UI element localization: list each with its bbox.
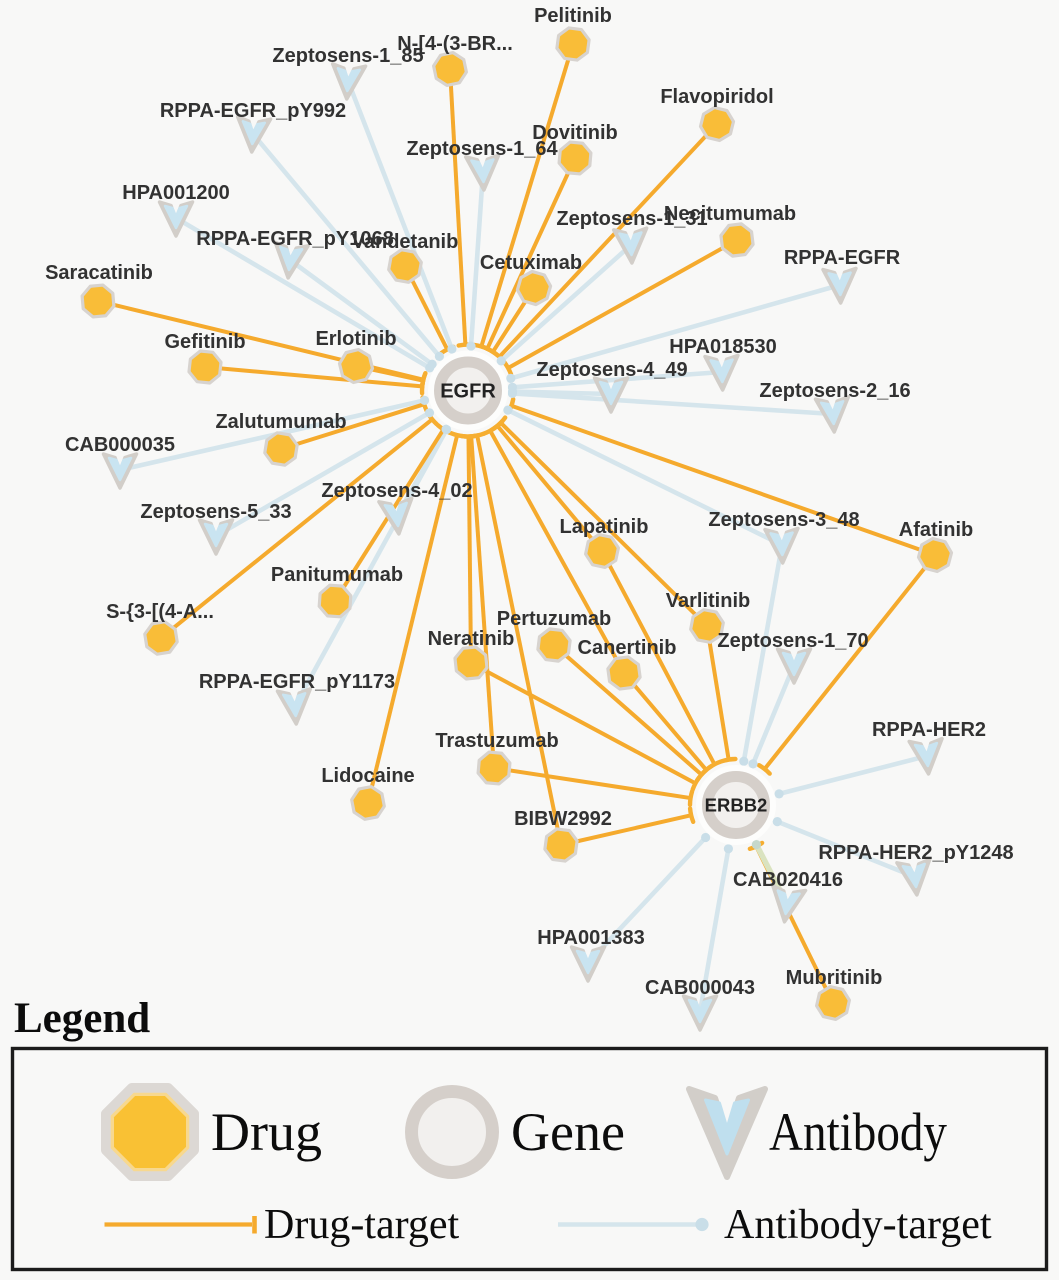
svg-text:Zeptosens-4_49: Zeptosens-4_49 <box>536 359 687 381</box>
svg-text:Antibody: Antibody <box>769 1102 947 1162</box>
svg-text:Drug-target: Drug-target <box>264 1202 459 1248</box>
svg-text:Zeptosens-1_31: Zeptosens-1_31 <box>556 208 707 230</box>
svg-text:RPPA-EGFR: RPPA-EGFR <box>784 247 901 269</box>
svg-text:Zeptosens-1_85: Zeptosens-1_85 <box>272 45 423 67</box>
svg-text:RPPA-EGFR_pY992: RPPA-EGFR_pY992 <box>160 100 346 122</box>
svg-text:Canertinib: Canertinib <box>578 637 677 659</box>
svg-text:S-{3-[(4-A...: S-{3-[(4-A... <box>106 601 214 623</box>
svg-text:Zeptosens-5_33: Zeptosens-5_33 <box>140 501 291 523</box>
svg-text:Necitumumab: Necitumumab <box>664 203 796 225</box>
svg-text:RPPA-HER2: RPPA-HER2 <box>872 719 986 741</box>
svg-text:CAB000035: CAB000035 <box>65 434 175 456</box>
svg-text:Zalutumumab: Zalutumumab <box>215 411 346 433</box>
svg-text:Saracatinib: Saracatinib <box>45 262 153 284</box>
svg-text:RPPA-HER2_pY1248: RPPA-HER2_pY1248 <box>818 842 1013 864</box>
svg-text:Zeptosens-3_48: Zeptosens-3_48 <box>708 509 859 531</box>
svg-text:Zeptosens-4_02: Zeptosens-4_02 <box>321 480 472 502</box>
svg-text:Lapatinib: Lapatinib <box>560 516 649 538</box>
svg-text:Antibody-target: Antibody-target <box>724 1202 992 1248</box>
svg-text:Panitumumab: Panitumumab <box>271 564 403 586</box>
svg-text:Cetuximab: Cetuximab <box>480 252 582 274</box>
svg-text:Erlotinib: Erlotinib <box>315 328 396 350</box>
svg-text:Flavopiridol: Flavopiridol <box>660 86 773 108</box>
svg-text:Vandetanib: Vandetanib <box>352 231 459 253</box>
svg-text:Zeptosens-1_64: Zeptosens-1_64 <box>406 138 558 160</box>
svg-text:Zeptosens-1_70: Zeptosens-1_70 <box>717 630 868 652</box>
svg-text:Gene: Gene <box>511 1102 625 1162</box>
svg-text:CAB000043: CAB000043 <box>645 977 755 999</box>
svg-text:Neratinib: Neratinib <box>428 628 515 650</box>
svg-text:ERBB2: ERBB2 <box>705 795 768 816</box>
svg-text:EGFR: EGFR <box>440 381 496 403</box>
svg-text:N-[4-(3-BR...: N-[4-(3-BR... <box>397 33 513 55</box>
svg-text:BIBW2992: BIBW2992 <box>514 808 612 830</box>
svg-text:Dovitinib: Dovitinib <box>532 122 618 144</box>
svg-text:Pelitinib: Pelitinib <box>534 5 612 27</box>
svg-text:Zeptosens-2_16: Zeptosens-2_16 <box>759 380 910 402</box>
svg-text:Afatinib: Afatinib <box>899 519 973 541</box>
svg-text:Trastuzumab: Trastuzumab <box>435 730 558 752</box>
svg-text:Drug: Drug <box>211 1102 322 1162</box>
svg-text:Legend: Legend <box>14 995 150 1042</box>
svg-text:HPA018530: HPA018530 <box>669 336 776 358</box>
svg-text:Lidocaine: Lidocaine <box>321 765 414 787</box>
svg-text:Gefitinib: Gefitinib <box>164 331 245 353</box>
svg-text:HPA001383: HPA001383 <box>537 927 644 949</box>
svg-text:CAB020416: CAB020416 <box>733 869 843 891</box>
svg-text:HPA001200: HPA001200 <box>122 182 229 204</box>
svg-text:RPPA-EGFR_pY1068: RPPA-EGFR_pY1068 <box>196 228 393 250</box>
svg-text:RPPA-EGFR_pY1173: RPPA-EGFR_pY1173 <box>199 671 395 693</box>
svg-text:Varlitinib: Varlitinib <box>666 590 750 612</box>
svg-text:Mubritinib: Mubritinib <box>786 967 883 989</box>
svg-text:Pertuzumab: Pertuzumab <box>497 608 611 630</box>
